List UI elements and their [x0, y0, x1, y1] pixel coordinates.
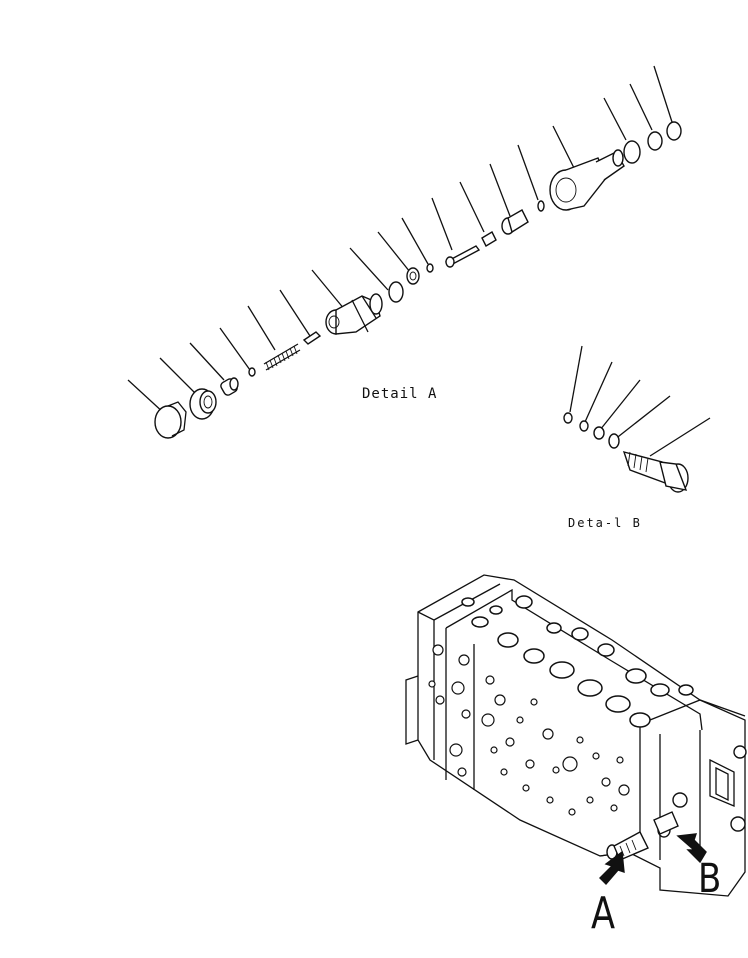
face-holes	[428, 644, 630, 816]
o-ring-b2-part	[579, 420, 589, 432]
adjusting-screw-part	[220, 377, 239, 396]
arrow-a-pointer	[599, 850, 625, 886]
sleeve-part	[501, 209, 529, 235]
plug-b-part	[622, 450, 689, 493]
detail-a-caption: Detail A	[362, 386, 438, 402]
detail-b-leader-lines	[569, 345, 711, 457]
o-ring-b1-part	[563, 412, 573, 424]
plug-at-b	[653, 811, 679, 838]
piston-pin-part	[444, 245, 481, 268]
side-bosses	[672, 745, 747, 832]
detail-b-caption: Deta-l B	[568, 516, 642, 530]
o-ring-large-2-part	[647, 131, 663, 151]
o-ring-b3-part	[593, 426, 605, 440]
plug-at-a	[606, 831, 649, 861]
o-ring-a1-part	[388, 281, 404, 303]
detail-a-assembly	[127, 65, 682, 439]
top-port-holes	[461, 595, 694, 728]
detail-b-assembly	[563, 345, 711, 493]
spring-part	[263, 343, 301, 371]
nut-a2-part	[406, 267, 420, 285]
sleeve-small-part	[481, 231, 497, 247]
poppet-part	[302, 331, 322, 345]
valve-body-part	[325, 293, 383, 335]
detail-a-leader-lines	[127, 65, 673, 415]
o-ring-b4-part	[608, 433, 620, 449]
arrow-b-pointer	[676, 833, 707, 864]
lock-nut-part	[189, 388, 217, 420]
o-ring-large-3-part	[666, 121, 682, 141]
o-ring-a3-part	[537, 200, 545, 212]
view-b-label: B	[698, 856, 722, 902]
cap-nut-part	[154, 401, 187, 439]
washer-a-part	[426, 263, 434, 273]
main-plug-part	[549, 149, 625, 211]
view-a-label: A	[591, 888, 616, 939]
control-valve-block	[405, 574, 747, 897]
o-ring-large-1-part	[623, 140, 641, 164]
small-o-ring-part	[248, 367, 256, 377]
